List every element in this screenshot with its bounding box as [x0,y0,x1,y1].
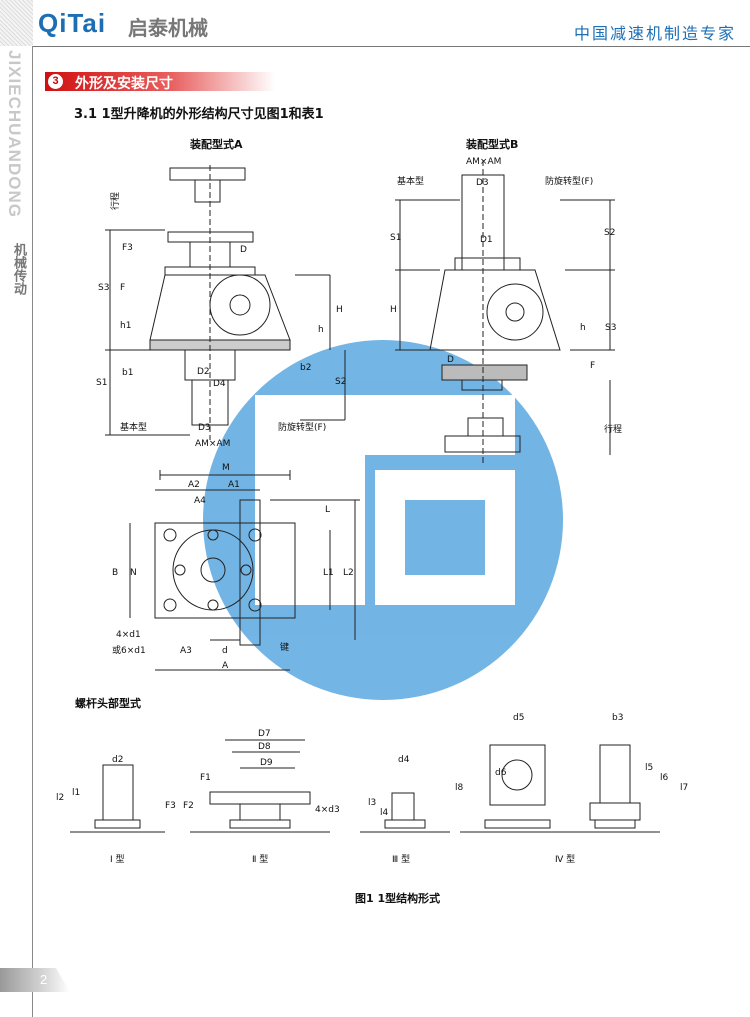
form-b-drawing [395,160,615,465]
section-number: 3 [48,74,63,89]
label: 4×d3 [315,805,340,815]
label: l2 [56,793,64,803]
type-label: Ⅱ 型 [252,854,268,865]
label: S2 [335,377,346,387]
logo: QiTai [38,8,107,38]
label: F2 [183,801,194,811]
label: H [390,305,397,315]
sidebar: JIXIECHUANDONG 机械传动 [0,0,33,1017]
type-label: Ⅲ 型 [392,854,410,865]
page-number-tab: 2 [0,968,70,992]
header-divider [33,46,750,47]
form-a-drawing [105,165,346,440]
label: D8 [258,742,271,752]
label: 行程 [109,192,121,210]
label: 防旋转型(F) [278,421,326,433]
label: D7 [258,729,271,739]
label: d6 [495,768,507,778]
label: l7 [680,783,688,793]
type-label: Ⅰ 型 [110,854,125,865]
page-number: 2 [40,972,48,987]
form-b-title: 装配型式B [465,137,518,151]
sidebar-vertical-text: JIXIECHUANDONG [5,50,24,218]
logo-chinese: 启泰机械 [128,16,208,40]
sidebar-section-label: 机械传动 [11,243,26,295]
label: M [222,463,230,473]
label: l6 [660,773,669,783]
type-label: Ⅳ 型 [555,854,575,865]
label: h1 [120,321,131,331]
label: 行程 [604,423,622,435]
label: l1 [72,788,80,798]
label: L2 [343,568,354,578]
label: l5 [645,763,653,773]
label: L1 [323,568,334,578]
label: D2 [197,367,210,377]
label: F [120,283,125,293]
label: A1 [228,480,240,490]
label: S2 [604,228,615,238]
label: D3 [476,178,489,188]
label: l8 [455,783,464,793]
label: A3 [180,646,192,656]
label: D3 [198,423,211,433]
label: L [325,505,330,515]
label: d4 [398,755,410,765]
label: B [112,568,118,578]
label: S1 [390,233,401,243]
label: d2 [112,755,123,765]
label: H [336,305,343,315]
label: 基本型 [120,421,147,433]
label: l3 [368,798,376,808]
label: F [590,361,595,371]
label: D1 [480,235,493,245]
label: d5 [513,713,524,723]
subsection-title: 3.1 1型升降机的外形结构尺寸见图1和表1 [74,107,324,122]
label: AM×AM [195,439,230,449]
figure-caption: 图1 1型结构形式 [355,891,440,905]
label: 或6×d1 [112,644,146,656]
label: F3 [122,243,133,253]
slogan: 中国减速机制造专家 [573,24,736,43]
label: F1 [200,773,211,783]
label: A4 [194,496,206,506]
label: h [318,325,324,335]
label: 防旋转型(F) [545,175,593,187]
label: N [130,568,137,578]
section-banner: 3 外形及安装尺寸 [45,72,275,92]
screw-head-drawings [70,739,660,833]
form-a-title: 装配型式A [189,137,243,151]
label: S3 [605,323,616,333]
heads-title: 螺杆头部型式 [75,696,141,710]
sidebar-pattern [0,0,33,46]
label: D [240,245,247,255]
label: D9 [260,758,273,768]
label: b3 [612,713,623,723]
label: 基本型 [397,175,424,187]
label: b2 [300,363,311,373]
label: 键 [280,641,289,653]
label: D4 [213,379,226,389]
section-title: 外形及安装尺寸 [75,76,173,92]
label: 4×d1 [116,630,141,640]
label: F3 [165,801,176,811]
label: S1 [96,378,107,388]
label: S3 [98,283,109,293]
plan-view-drawing [129,470,360,671]
watermark-logo [203,340,563,700]
label: l4 [380,808,389,818]
label: h [580,323,586,333]
label: A [222,661,229,671]
label: AM×AM [466,157,501,167]
label: D [447,355,454,365]
label: A2 [188,480,200,490]
label: b1 [122,368,133,378]
label: d [222,646,228,656]
